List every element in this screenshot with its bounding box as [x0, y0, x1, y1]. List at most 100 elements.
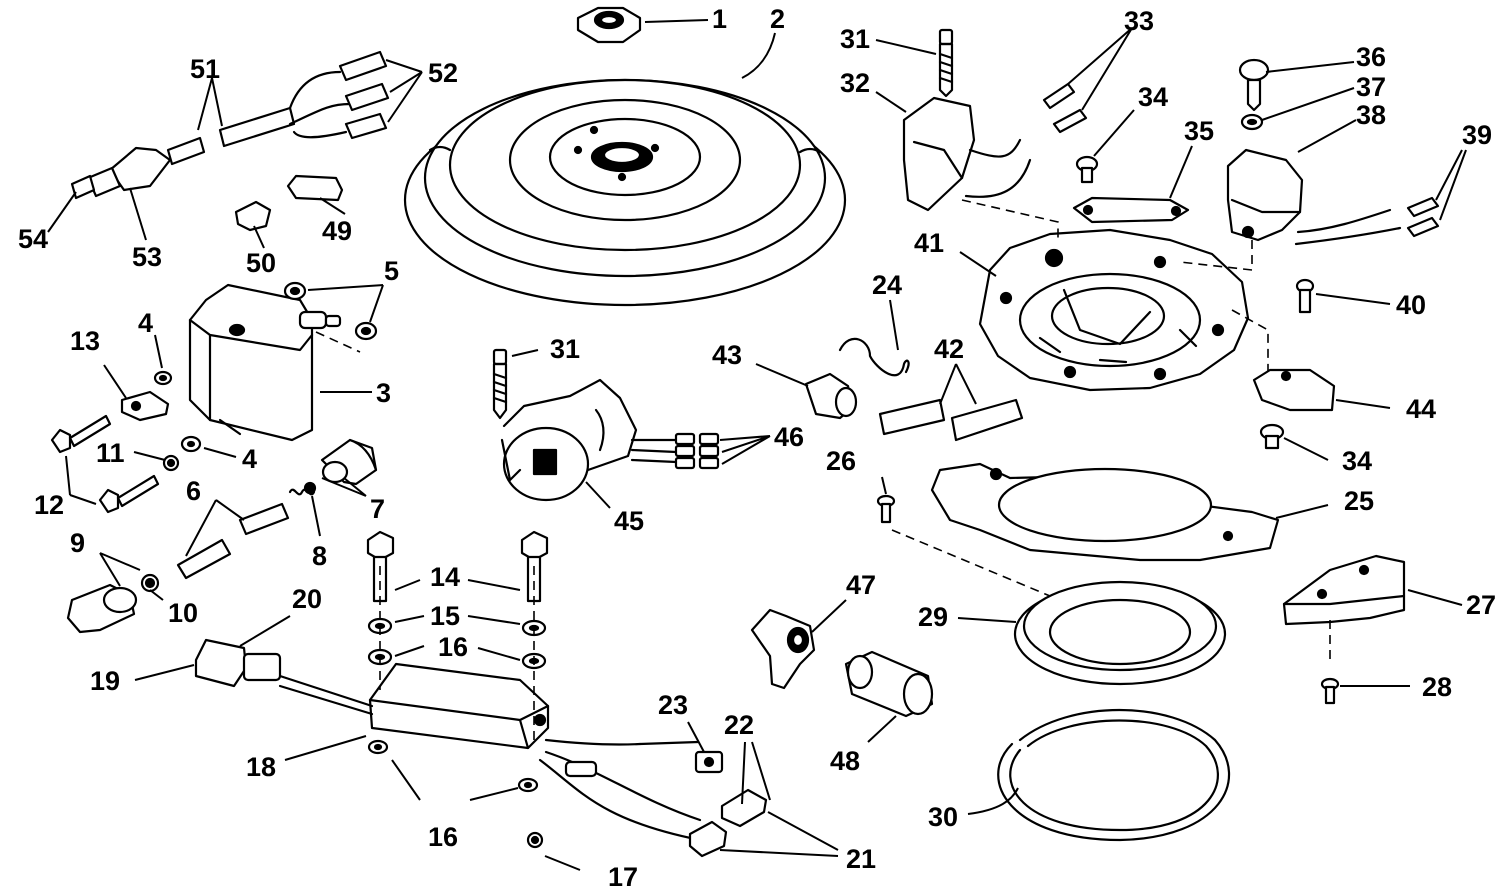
callout-17: 17	[608, 862, 638, 890]
part-2-flywheel	[403, 78, 847, 307]
callout-11: 11	[96, 438, 125, 468]
callout-10: 10	[168, 598, 198, 628]
part-31-screw-upper	[938, 28, 954, 98]
callout-25: 25	[1344, 486, 1374, 516]
part-29-support-plate	[1013, 580, 1227, 686]
part-44-bracket	[1252, 368, 1336, 412]
callout-31-upper: 31	[840, 24, 870, 54]
part-6-terminal-sleeves	[176, 502, 290, 580]
callout-43: 43	[712, 340, 742, 370]
callout-13: 13	[70, 326, 100, 356]
part-13-ground-clamp	[120, 390, 170, 422]
part-12-screws	[50, 414, 160, 514]
part-22-terminals	[688, 788, 768, 858]
callout-18: 18	[246, 752, 276, 782]
callout-20: 20	[292, 584, 322, 614]
callout-19: 19	[90, 666, 120, 696]
part-52-terminals	[338, 50, 390, 140]
callout-51: 51	[190, 54, 220, 84]
callout-16-upper: 16	[438, 632, 468, 662]
callout-2: 2	[770, 4, 785, 34]
callout-12: 12	[34, 490, 64, 520]
callout-7: 7	[370, 494, 385, 524]
part-25-retainer-plate	[930, 462, 1280, 562]
part-4-washer-upper	[153, 370, 173, 386]
part-26-screw	[876, 494, 896, 524]
callout-26: 26	[826, 446, 856, 476]
callout-34-lower: 34	[1342, 446, 1372, 476]
part-23-ground-terminal	[638, 740, 724, 774]
part-20-harness-wire	[278, 674, 374, 716]
callout-53: 53	[132, 242, 162, 272]
part-39-terminals	[1406, 196, 1440, 238]
callout-40: 40	[1396, 290, 1426, 320]
part-3-ignition-coil	[188, 283, 342, 442]
callout-28: 28	[1422, 672, 1452, 702]
callout-32: 32	[840, 68, 870, 98]
callout-48: 48	[830, 746, 860, 776]
part-33-terminals	[1042, 82, 1088, 134]
part-46-terminals	[630, 432, 720, 470]
part-17-lockwasher	[526, 831, 544, 849]
part-53-spark-plug	[86, 146, 172, 198]
callout-41: 41	[914, 228, 944, 258]
part-50-clip	[234, 200, 272, 232]
part-37-washer	[1240, 113, 1264, 131]
alignment-lines	[315, 199, 1331, 740]
callout-46: 46	[774, 422, 804, 452]
part-18-power-pack	[368, 662, 550, 750]
part-43-plug	[804, 372, 858, 420]
part-21-leads	[538, 738, 702, 842]
callout-49: 49	[322, 216, 352, 246]
callout-6: 6	[186, 476, 201, 506]
callout-50: 50	[246, 248, 276, 278]
callout-numbers: 1 2 3 4 4 5 6 7 8 9 10 11 12 13 14 15 16…	[18, 4, 1496, 890]
callout-9: 9	[70, 528, 85, 558]
callout-4-lower: 4	[242, 444, 257, 474]
part-42-sleeves	[878, 398, 1024, 442]
callout-15: 15	[430, 601, 460, 631]
callout-38: 38	[1356, 100, 1386, 130]
callout-8: 8	[312, 541, 327, 571]
part-24-clip	[838, 337, 910, 377]
part-32-charge-coil	[902, 96, 1032, 212]
part-35-sensor-bracket	[1072, 196, 1190, 224]
part-8-spring	[288, 481, 317, 496]
part-49-bracket	[286, 174, 344, 202]
part-19-connector	[194, 638, 282, 688]
callout-42: 42	[934, 334, 964, 364]
part-45-sensor-assembly	[500, 378, 638, 502]
part-1-flywheel-nut	[576, 6, 642, 44]
callout-23: 23	[658, 690, 688, 720]
callout-3: 3	[376, 378, 391, 408]
callout-33: 33	[1124, 6, 1154, 36]
part-4-washer-lower	[180, 435, 202, 453]
callout-45: 45	[614, 506, 644, 536]
part-40-screw	[1295, 278, 1315, 314]
part-31-screw-lower	[492, 348, 508, 420]
part-34-screw-upper	[1075, 155, 1099, 184]
callout-47: 47	[846, 570, 876, 600]
callout-4-upper: 4	[138, 308, 153, 338]
part-51-high-tension-lead	[166, 70, 352, 166]
part-11-lockwasher	[162, 454, 180, 472]
callout-21: 21	[846, 844, 876, 874]
part-34-screw-lower	[1259, 423, 1285, 450]
part-48-bushing	[844, 650, 934, 718]
callout-30: 30	[928, 802, 958, 832]
part-14-bolts	[366, 530, 549, 603]
part-9-boot	[66, 583, 138, 634]
part-7-spark-plug-boot	[320, 438, 378, 486]
callout-14: 14	[430, 562, 460, 592]
leader-lines	[47, 19, 1467, 871]
part-47-sensor	[750, 608, 816, 690]
callout-36: 36	[1356, 42, 1386, 72]
callout-24: 24	[872, 270, 902, 300]
callout-16-lower: 16	[428, 822, 458, 852]
callout-39: 39	[1462, 120, 1492, 150]
callout-1: 1	[712, 4, 727, 34]
part-5-washers	[283, 281, 378, 341]
callout-54: 54	[18, 224, 48, 254]
part-10-spring	[140, 573, 160, 593]
